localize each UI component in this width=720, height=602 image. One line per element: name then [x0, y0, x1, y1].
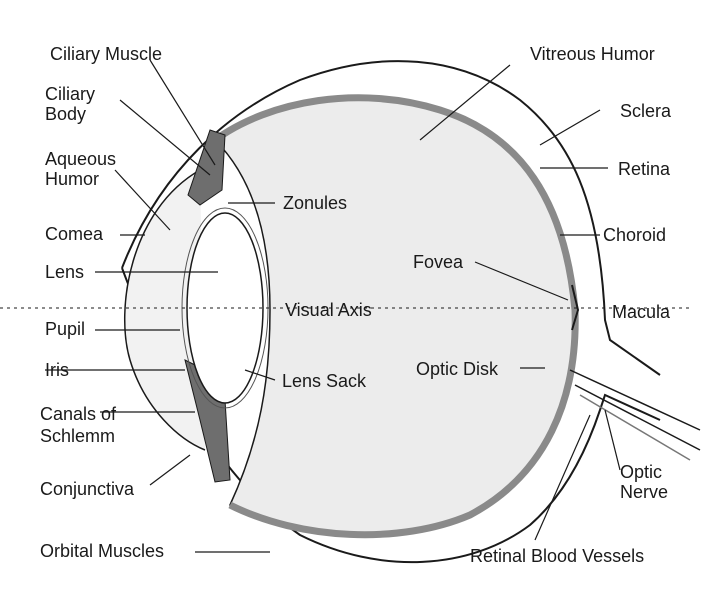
label-retinal-blood-vessels: Retinal Blood Vessels [470, 546, 644, 566]
label-lens: Lens [45, 262, 84, 282]
label-fovea: Fovea [413, 252, 464, 272]
label-aqueous-humor-line1: Aqueous [45, 149, 116, 169]
label-optic-nerve-line1: Optic [620, 462, 662, 482]
label-optic-nerve-line2: Nerve [620, 482, 668, 502]
label-ciliary-body-line1: Ciliary [45, 84, 95, 104]
label-choroid: Choroid [603, 225, 666, 245]
leader-lines [45, 59, 621, 553]
label-conjunctiva: Conjunctiva [40, 479, 135, 499]
label-aqueous-humor-line2: Humor [45, 169, 99, 189]
label-retina: Retina [618, 159, 671, 179]
label-vitreous-humor: Vitreous Humor [530, 44, 655, 64]
label-visual-axis: Visual Axis [285, 300, 372, 320]
label-canals-line2: Schlemm [40, 426, 115, 446]
label-ciliary-muscle: Ciliary Muscle [50, 44, 162, 64]
label-sclera: Sclera [620, 101, 672, 121]
optic-nerve-shape [569, 369, 701, 461]
label-orbital-muscles: Orbital Muscles [40, 541, 164, 561]
choroid-band [212, 94, 579, 539]
label-cornea: Comea [45, 224, 104, 244]
label-optic-disk: Optic Disk [416, 359, 499, 379]
label-lens-sack: Lens Sack [282, 371, 367, 391]
label-zonules: Zonules [283, 193, 347, 213]
fovea-dip [571, 284, 580, 331]
label-macula: Macula [612, 302, 671, 322]
upper-ciliary-muscle [187, 129, 226, 206]
label-iris: Iris [45, 360, 69, 380]
label-canals-line1: Canals of [40, 404, 117, 424]
label-pupil: Pupil [45, 319, 85, 339]
label-ciliary-body-line2: Body [45, 104, 86, 124]
